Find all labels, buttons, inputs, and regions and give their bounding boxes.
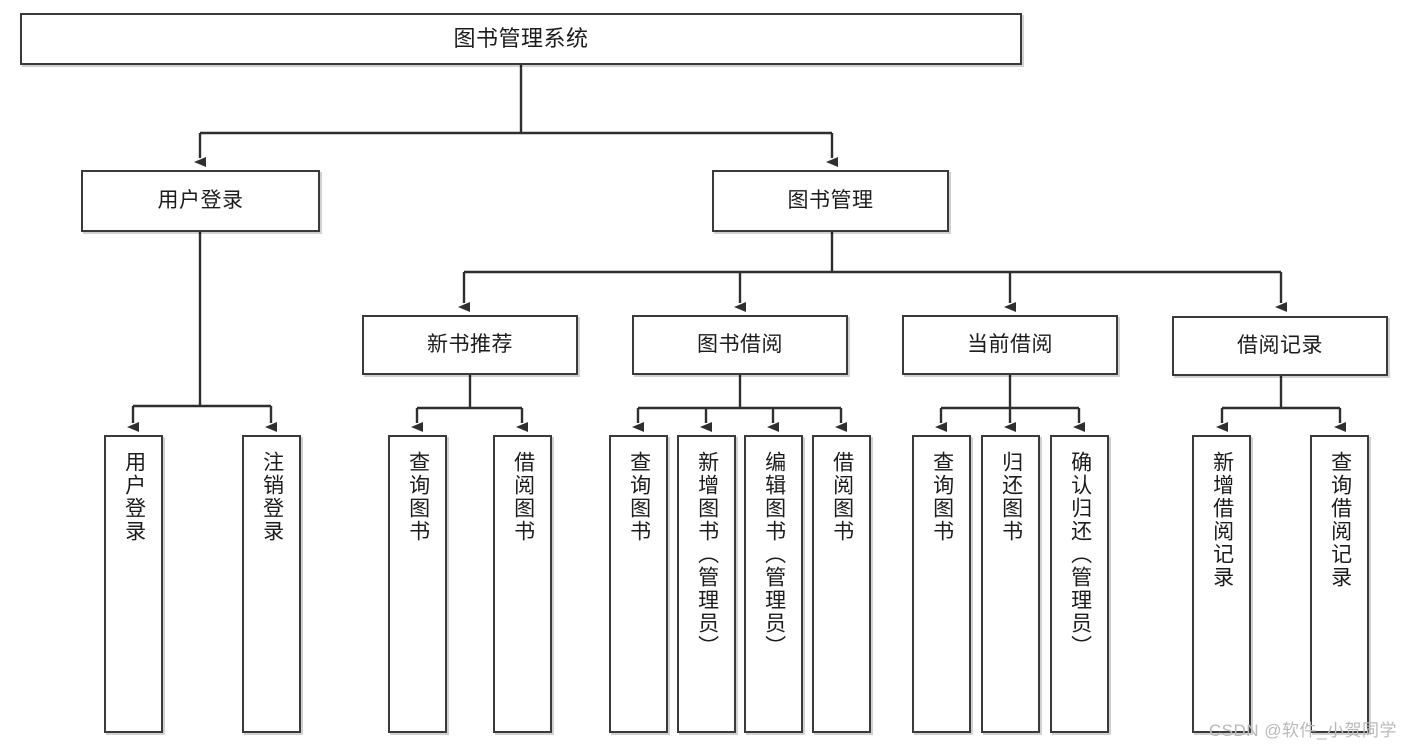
leaf-borrow-book-1[interactable]: 借阅图书: [493, 435, 552, 733]
node-book-borrow-label: 图书借阅: [697, 333, 783, 357]
leaf-query-book-1-label: 查询图书: [406, 451, 430, 543]
node-borrow-record[interactable]: 借阅记录: [1172, 316, 1388, 376]
leaf-borrow-book-2[interactable]: 借阅图书: [812, 435, 871, 733]
node-user-login[interactable]: 用户登录: [81, 170, 320, 232]
node-book-management[interactable]: 图书管理: [712, 170, 949, 232]
node-root[interactable]: 图书管理系统: [20, 13, 1022, 65]
leaf-query-book-3-label: 查询图书: [930, 451, 954, 543]
leaf-user-login-label: 用户登录: [122, 451, 146, 543]
leaf-logout[interactable]: 注销登录: [242, 435, 301, 733]
node-user-login-label: 用户登录: [157, 189, 244, 213]
node-current-borrow[interactable]: 当前借阅: [902, 315, 1118, 375]
leaf-confirm-return[interactable]: 确认归还（管理员）: [1050, 435, 1109, 733]
leaf-borrow-book-2-label: 借阅图书: [830, 451, 854, 543]
leaf-query-record-label: 查询借阅记录: [1328, 451, 1352, 589]
leaf-confirm-return-label: 确认归还（管理员）: [1068, 451, 1092, 658]
node-new-book-recommend[interactable]: 新书推荐: [362, 315, 578, 375]
leaf-user-login[interactable]: 用户登录: [104, 435, 163, 733]
leaf-logout-label: 注销登录: [260, 451, 284, 543]
leaf-query-book-1[interactable]: 查询图书: [388, 435, 447, 733]
leaf-borrow-book-1-label: 借阅图书: [511, 451, 535, 543]
node-borrow-record-label: 借阅记录: [1237, 334, 1323, 358]
leaf-query-book-3[interactable]: 查询图书: [912, 435, 971, 733]
node-current-borrow-label: 当前借阅: [967, 333, 1053, 357]
node-book-management-label: 图书管理: [787, 189, 874, 213]
leaf-add-book-label: 新增图书（管理员）: [695, 451, 719, 658]
leaf-query-book-2[interactable]: 查询图书: [609, 435, 668, 733]
leaf-add-book[interactable]: 新增图书（管理员）: [677, 435, 736, 733]
node-new-book-recommend-label: 新书推荐: [427, 333, 513, 357]
leaf-return-book-label: 归还图书: [999, 451, 1023, 543]
node-root-label: 图书管理系统: [453, 25, 589, 51]
leaf-edit-book-label: 编辑图书（管理员）: [762, 451, 786, 658]
leaf-add-record[interactable]: 新增借阅记录: [1192, 435, 1251, 733]
node-book-borrow[interactable]: 图书借阅: [632, 315, 848, 375]
leaf-return-book[interactable]: 归还图书: [981, 435, 1040, 733]
leaf-query-record[interactable]: 查询借阅记录: [1310, 435, 1369, 733]
leaf-query-book-2-label: 查询图书: [627, 451, 651, 543]
leaf-edit-book[interactable]: 编辑图书（管理员）: [744, 435, 803, 733]
leaf-add-record-label: 新增借阅记录: [1210, 451, 1234, 589]
csdn-watermark: CSDN @软件_小贺同学: [1208, 721, 1397, 740]
